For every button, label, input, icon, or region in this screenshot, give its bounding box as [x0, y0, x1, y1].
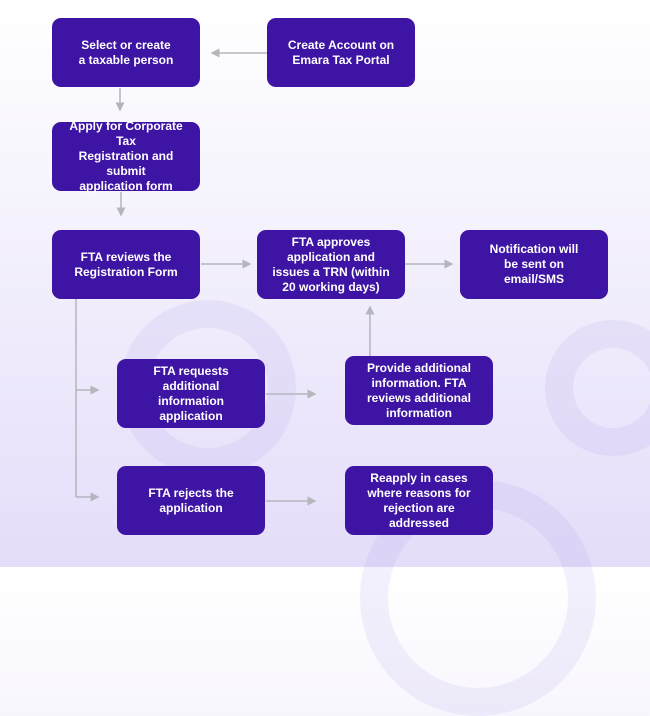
step-provide-info: Provide additional information. FTA revi…: [345, 356, 493, 425]
step-fta-approves: FTA approves application and issues a TR…: [257, 230, 405, 299]
step-apply-registration: Apply for Corporate Tax Registration and…: [52, 119, 200, 193]
step-create-account: Create Account on Emara Tax Portal: [267, 18, 415, 87]
step-select-taxable-person: Select or create a taxable person: [52, 18, 200, 87]
step-reapply: Reapply in cases where reasons for rejec…: [345, 466, 493, 535]
step-fta-rejects: FTA rejects the application: [117, 466, 265, 535]
step-notification: Notification will be sent on email/SMS: [460, 230, 608, 299]
connector-arrows: [75, 48, 454, 506]
step-fta-requests-info: FTA requests additional information appl…: [117, 359, 265, 428]
step-fta-reviews: FTA reviews the Registration Form: [52, 230, 200, 299]
